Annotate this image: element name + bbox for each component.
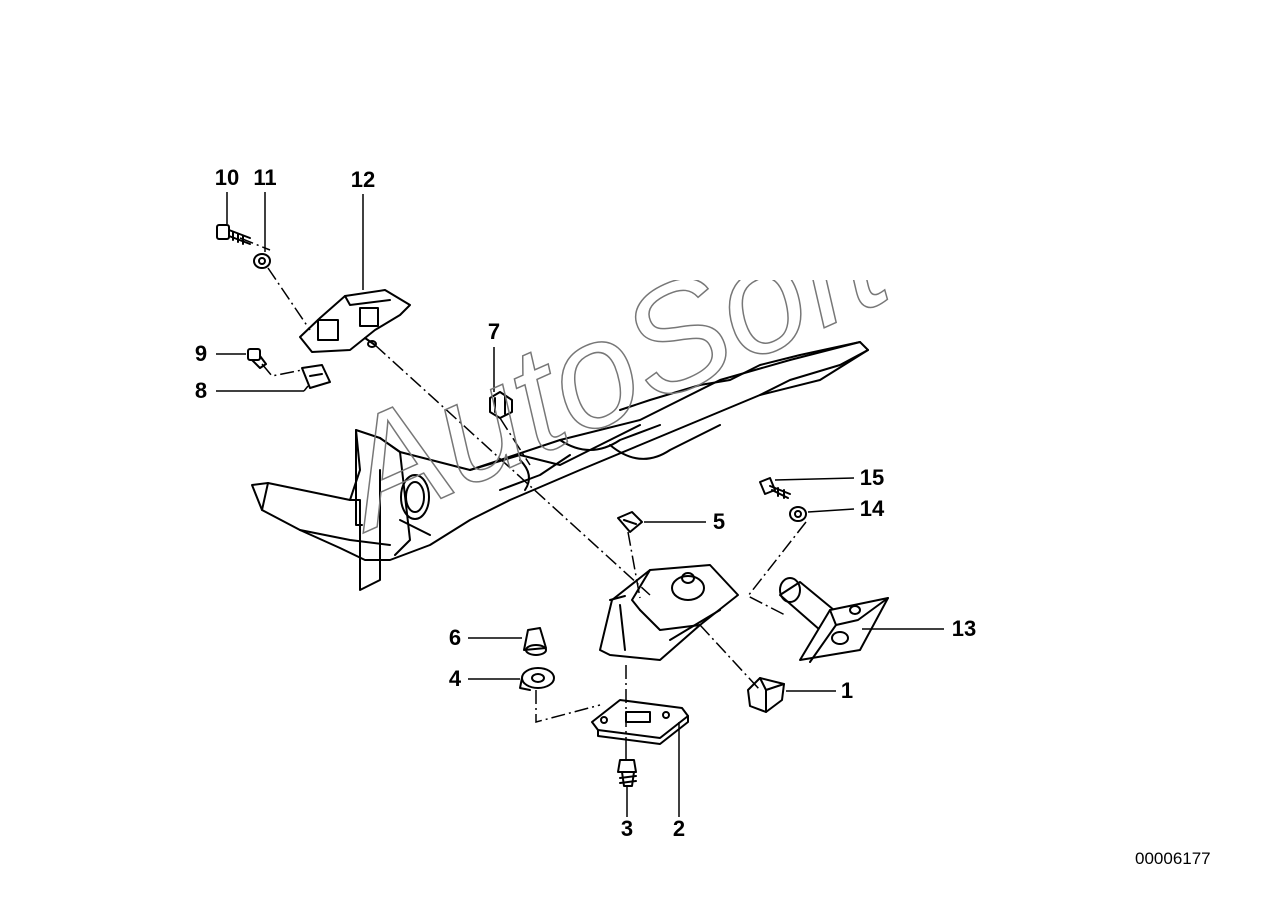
callout-4: 4 (448, 666, 462, 691)
part-15-screw (760, 478, 790, 498)
callout-12: 12 (350, 167, 376, 192)
callout-11: 11 (253, 165, 277, 190)
part-5-speed-nut (618, 512, 642, 532)
callout-2: 2 (672, 816, 686, 841)
callout-7: 7 (487, 319, 501, 344)
part-6-cap (524, 628, 546, 655)
part-8-clip-nut (302, 365, 330, 388)
leader-lines (216, 192, 944, 817)
callout-3: 3 (620, 816, 634, 841)
callout-10: 10 (214, 165, 240, 190)
callout-9: 9 (194, 341, 208, 366)
callout-13: 13 (951, 616, 977, 641)
callout-1: 1 (840, 678, 854, 703)
reference-number: 00006177 (1135, 849, 1211, 868)
part-7-plug (490, 392, 512, 418)
part-4-holder (520, 668, 554, 690)
part-14-washer (790, 507, 806, 521)
part-12-switch-bracket (300, 290, 410, 352)
callout-8: 8 (194, 378, 208, 403)
part-11-washer (254, 254, 270, 268)
main-crossmember (252, 342, 868, 590)
central-bracket (600, 565, 738, 660)
callout-6: 6 (448, 625, 462, 650)
part-3-screw (618, 760, 636, 786)
callout-14: 14 (859, 496, 885, 521)
callout-5: 5 (712, 509, 726, 534)
callout-15: 15 (859, 465, 885, 490)
part-2-base-plate (592, 700, 688, 744)
part-10-screw (217, 225, 250, 244)
part-13-actuator (780, 578, 888, 662)
